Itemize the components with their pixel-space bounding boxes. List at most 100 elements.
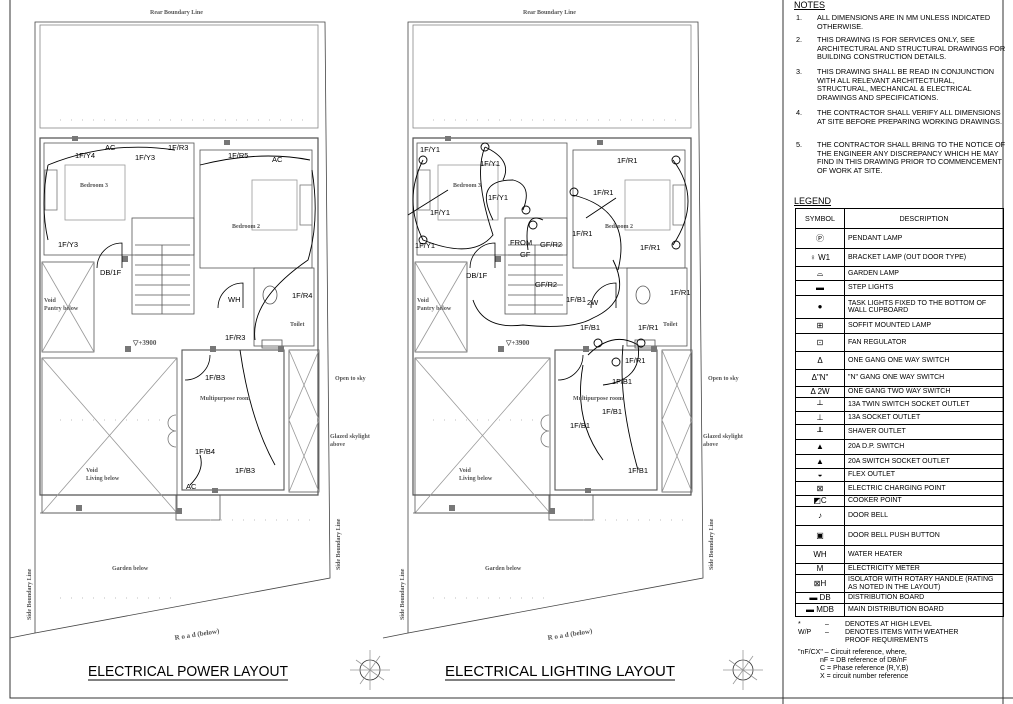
note-item: 3.This drawing shall be read in conjunct… bbox=[796, 67, 1006, 102]
room-label-void-pantry-2: Pantry below bbox=[44, 306, 79, 312]
circuit-label: 1F/B1 bbox=[570, 421, 590, 430]
legend-description: 20A switch socket outlet bbox=[844, 454, 1004, 469]
note-number: 4. bbox=[796, 108, 803, 117]
room-label-glazed-2: above bbox=[703, 442, 718, 448]
legend-row: ▣Door bell push button bbox=[795, 525, 1004, 546]
legend-row: ⊠Electric charging point bbox=[795, 481, 1004, 496]
room-label-rear-boundary: Rear Boundary Line bbox=[150, 10, 203, 16]
circuit-label: 1F/R1 bbox=[625, 356, 645, 365]
legend-description: Shaver outlet bbox=[844, 424, 1004, 440]
legend-row: ⓅPendant lamp bbox=[795, 228, 1004, 249]
circuit-reference-nf: nF = DB reference of DB/nF bbox=[820, 657, 907, 664]
legend-description: Soffit mounted lamp bbox=[844, 318, 1004, 334]
legend-description: Bracket lamp (out door type) bbox=[844, 248, 1004, 267]
legend-row: δ 2WOne gang two way switch bbox=[795, 386, 1004, 398]
room-label-glazed-2: above bbox=[330, 442, 345, 448]
room-label-bedroom2: Bedroom 2 bbox=[605, 224, 633, 230]
legend-description: "n" gang one way switch bbox=[844, 369, 1004, 387]
legend-row: ╨Shaver outlet bbox=[795, 424, 1004, 440]
circuit-label: 1F/Y4 bbox=[75, 151, 95, 160]
note-text: This drawing is for services only, see a… bbox=[817, 35, 1006, 62]
note-text: This drawing shall be read in conjunctio… bbox=[817, 67, 995, 102]
legend-description: Electric charging point bbox=[844, 481, 1004, 496]
circuit-label: 1F/R1 bbox=[638, 323, 658, 332]
legend-description: Main distribution board bbox=[844, 603, 1004, 617]
legend-row: ▬Step lights bbox=[795, 280, 1004, 296]
room-label-void-pantry-2: Pantry below bbox=[417, 306, 452, 312]
legend-row: MElectricity meter bbox=[795, 563, 1004, 575]
legend-row: ┴13A twin switch socket outlet bbox=[795, 397, 1004, 412]
legend-description: One gang two way switch bbox=[844, 386, 1004, 398]
circuit-label: 1F/R3 bbox=[225, 333, 245, 342]
circuit-label: 1F/R1 bbox=[617, 156, 637, 165]
room-label-void-living-2: Living below bbox=[86, 476, 120, 482]
lighting-layout-plan bbox=[382, 21, 764, 691]
room-label-bedroom2: Bedroom 2 bbox=[232, 224, 260, 230]
switch-socket-20a-icon: ▲ bbox=[795, 454, 845, 469]
circuit-label: 1F/B3 bbox=[235, 466, 255, 475]
n-gang-switch-icon: δ"n" bbox=[795, 369, 845, 387]
room-label-glazed-1: Glazed skylight bbox=[330, 434, 370, 440]
circuit-label: 1F/Y1 bbox=[488, 193, 508, 202]
legend-description: Garden lamp bbox=[844, 266, 1004, 281]
legend-header-description: DESCRIPTION bbox=[844, 208, 1004, 229]
circuit-label: 1F/B1 bbox=[602, 407, 622, 416]
footnote-key: * bbox=[798, 621, 801, 628]
room-label-bedroom3: Bedroom 3 bbox=[453, 183, 481, 189]
room-label-toilet: Toilet bbox=[290, 322, 304, 328]
twin-socket-icon: ┴ bbox=[795, 397, 845, 412]
flex-outlet-icon: ◒ bbox=[795, 468, 845, 482]
room-label-level: ▽+3900 bbox=[505, 339, 530, 347]
legend-table: SYMBOL DESCRIPTION ⓅPendant lamp♀ W1Brac… bbox=[795, 208, 1004, 617]
door-bell-icon: ♪ bbox=[795, 506, 845, 526]
two-way-switch-icon: δ 2W bbox=[795, 386, 845, 398]
circuit-reference-heading: "nF/CX" – Circuit reference, where, bbox=[798, 649, 907, 656]
legend-description: One gang one way switch bbox=[844, 351, 1004, 370]
legend-description: Isolator with rotary handle (rating as n… bbox=[844, 574, 1004, 593]
note-item: 2. This drawing is for services only, see… bbox=[796, 35, 1006, 62]
circuit-reference-x: X = circuit number reference bbox=[820, 673, 909, 680]
socket-icon: ⊥ bbox=[795, 411, 845, 425]
room-label-rear-boundary: Rear Boundary Line bbox=[523, 10, 576, 16]
note-item: 4.The contractor shall verify all dimens… bbox=[796, 108, 1006, 126]
pendant-lamp-icon: Ⓟ bbox=[795, 228, 845, 249]
legend-row: ⌓Garden lamp bbox=[795, 266, 1004, 281]
room-label-void-living-2: Living below bbox=[459, 476, 493, 482]
room-label-void-pantry-1: Void bbox=[417, 298, 429, 304]
legend-row: δOne gang one way switch bbox=[795, 351, 1004, 370]
note-text: All dimensions are in mm unless indicate… bbox=[817, 13, 991, 31]
legend-row: ⊠hIsolator with rotary handle (rating as… bbox=[795, 574, 1004, 593]
legend-description: Pendant lamp bbox=[844, 228, 1004, 249]
one-gang-switch-icon: δ bbox=[795, 351, 845, 370]
circuit-label: DB/1F bbox=[100, 268, 122, 277]
legend-description: 13A socket outlet bbox=[844, 411, 1004, 425]
room-label-toilet: Toilet bbox=[663, 322, 677, 328]
side-boundary-label: Side Boundary Line bbox=[709, 518, 715, 570]
distribution-board-icon: ▬ DB bbox=[795, 592, 845, 604]
room-label-open-to-sky: Open to sky bbox=[708, 376, 739, 382]
legend-row: ▬ DBDistribution board bbox=[795, 592, 1004, 604]
legend-row: ◩CCooker point bbox=[795, 495, 1004, 507]
dp-switch-icon: ▲ bbox=[795, 439, 845, 455]
circuit-label: GF/R2 bbox=[535, 280, 557, 289]
notes-title: NOTES bbox=[794, 0, 826, 10]
room-label-glazed-1: Glazed skylight bbox=[703, 434, 743, 440]
circuit-label: 2W bbox=[587, 298, 599, 307]
circuit-label: WH bbox=[228, 295, 241, 304]
circuit-label: GF bbox=[520, 250, 531, 259]
side-boundary-label: Side Boundary Line bbox=[336, 518, 342, 570]
footnote-text: DENOTES ITEMS WITH WEATHER PROOF REQUIRE… bbox=[845, 629, 959, 644]
room-label-road: R o a d (below) bbox=[174, 627, 220, 642]
plan-title: ELECTRICAL POWER LAYOUT bbox=[88, 663, 288, 680]
room-label-open-to-sky: Open to sky bbox=[335, 376, 366, 382]
legend-row: ⊥13A socket outlet bbox=[795, 411, 1004, 425]
legend-row: ⊞Soffit mounted lamp bbox=[795, 318, 1004, 334]
circuit-label: 1F/Y1 bbox=[430, 208, 450, 217]
power-layout-plan bbox=[9, 21, 391, 691]
circuit-label: 1F/R4 bbox=[292, 291, 312, 300]
circuit-label: 1F/R1 bbox=[640, 243, 660, 252]
legend-description: Door bell push button bbox=[844, 525, 1004, 546]
note-number: 2. bbox=[796, 35, 803, 44]
charging-point-icon: ⊠ bbox=[795, 481, 845, 496]
